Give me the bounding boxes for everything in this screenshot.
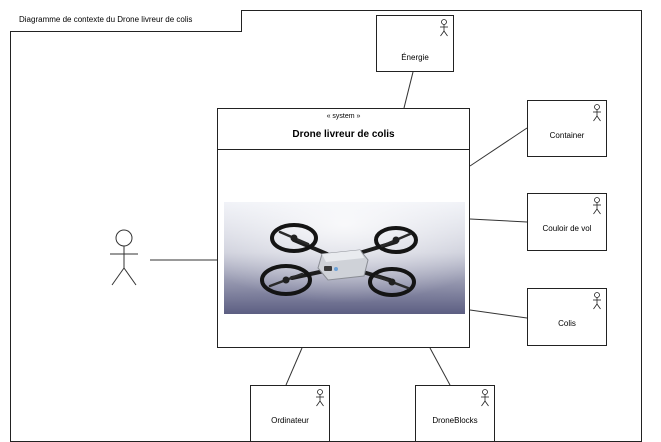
actor-icon [593,104,601,122]
link-droneblocks [429,347,451,386]
actor-icon [481,389,489,407]
link-couloir [469,218,528,223]
system-block[interactable]: « system » Drone livreur de colis [217,108,470,348]
link-container [469,127,528,167]
system-divider [218,149,469,150]
actor-icon [316,389,324,407]
actor-icon [593,197,601,215]
actor-couloir-de-vol[interactable]: Couloir de vol [527,193,607,251]
drone-image [224,202,465,314]
actor-container[interactable]: Container [527,100,607,157]
user-actor-icon[interactable] [104,228,146,288]
link-energie [403,71,414,109]
actor-label: Container [549,131,585,140]
actor-colis[interactable]: Colis [527,288,607,346]
actor-label: Ordinateur [271,416,309,425]
link-ordinateur [285,347,303,386]
actor-label: Énergie [401,53,429,62]
system-name: Drone livreur de colis [292,129,395,140]
link-colis [469,309,528,319]
actor-icon [593,292,601,310]
diagram-title: Diagramme de contexte du Drone livreur d… [10,10,242,32]
actor-droneblocks[interactable]: DroneBlocks [415,385,495,441]
actor-icon [440,19,448,37]
actor-ordinateur[interactable]: Ordinateur [250,385,330,441]
system-stereotype: « system » [326,113,361,120]
actor-energie[interactable]: Énergie [376,15,454,72]
actor-label: Couloir de vol [542,224,592,233]
actor-label: Colis [558,319,576,328]
actor-label: DroneBlocks [432,416,478,425]
